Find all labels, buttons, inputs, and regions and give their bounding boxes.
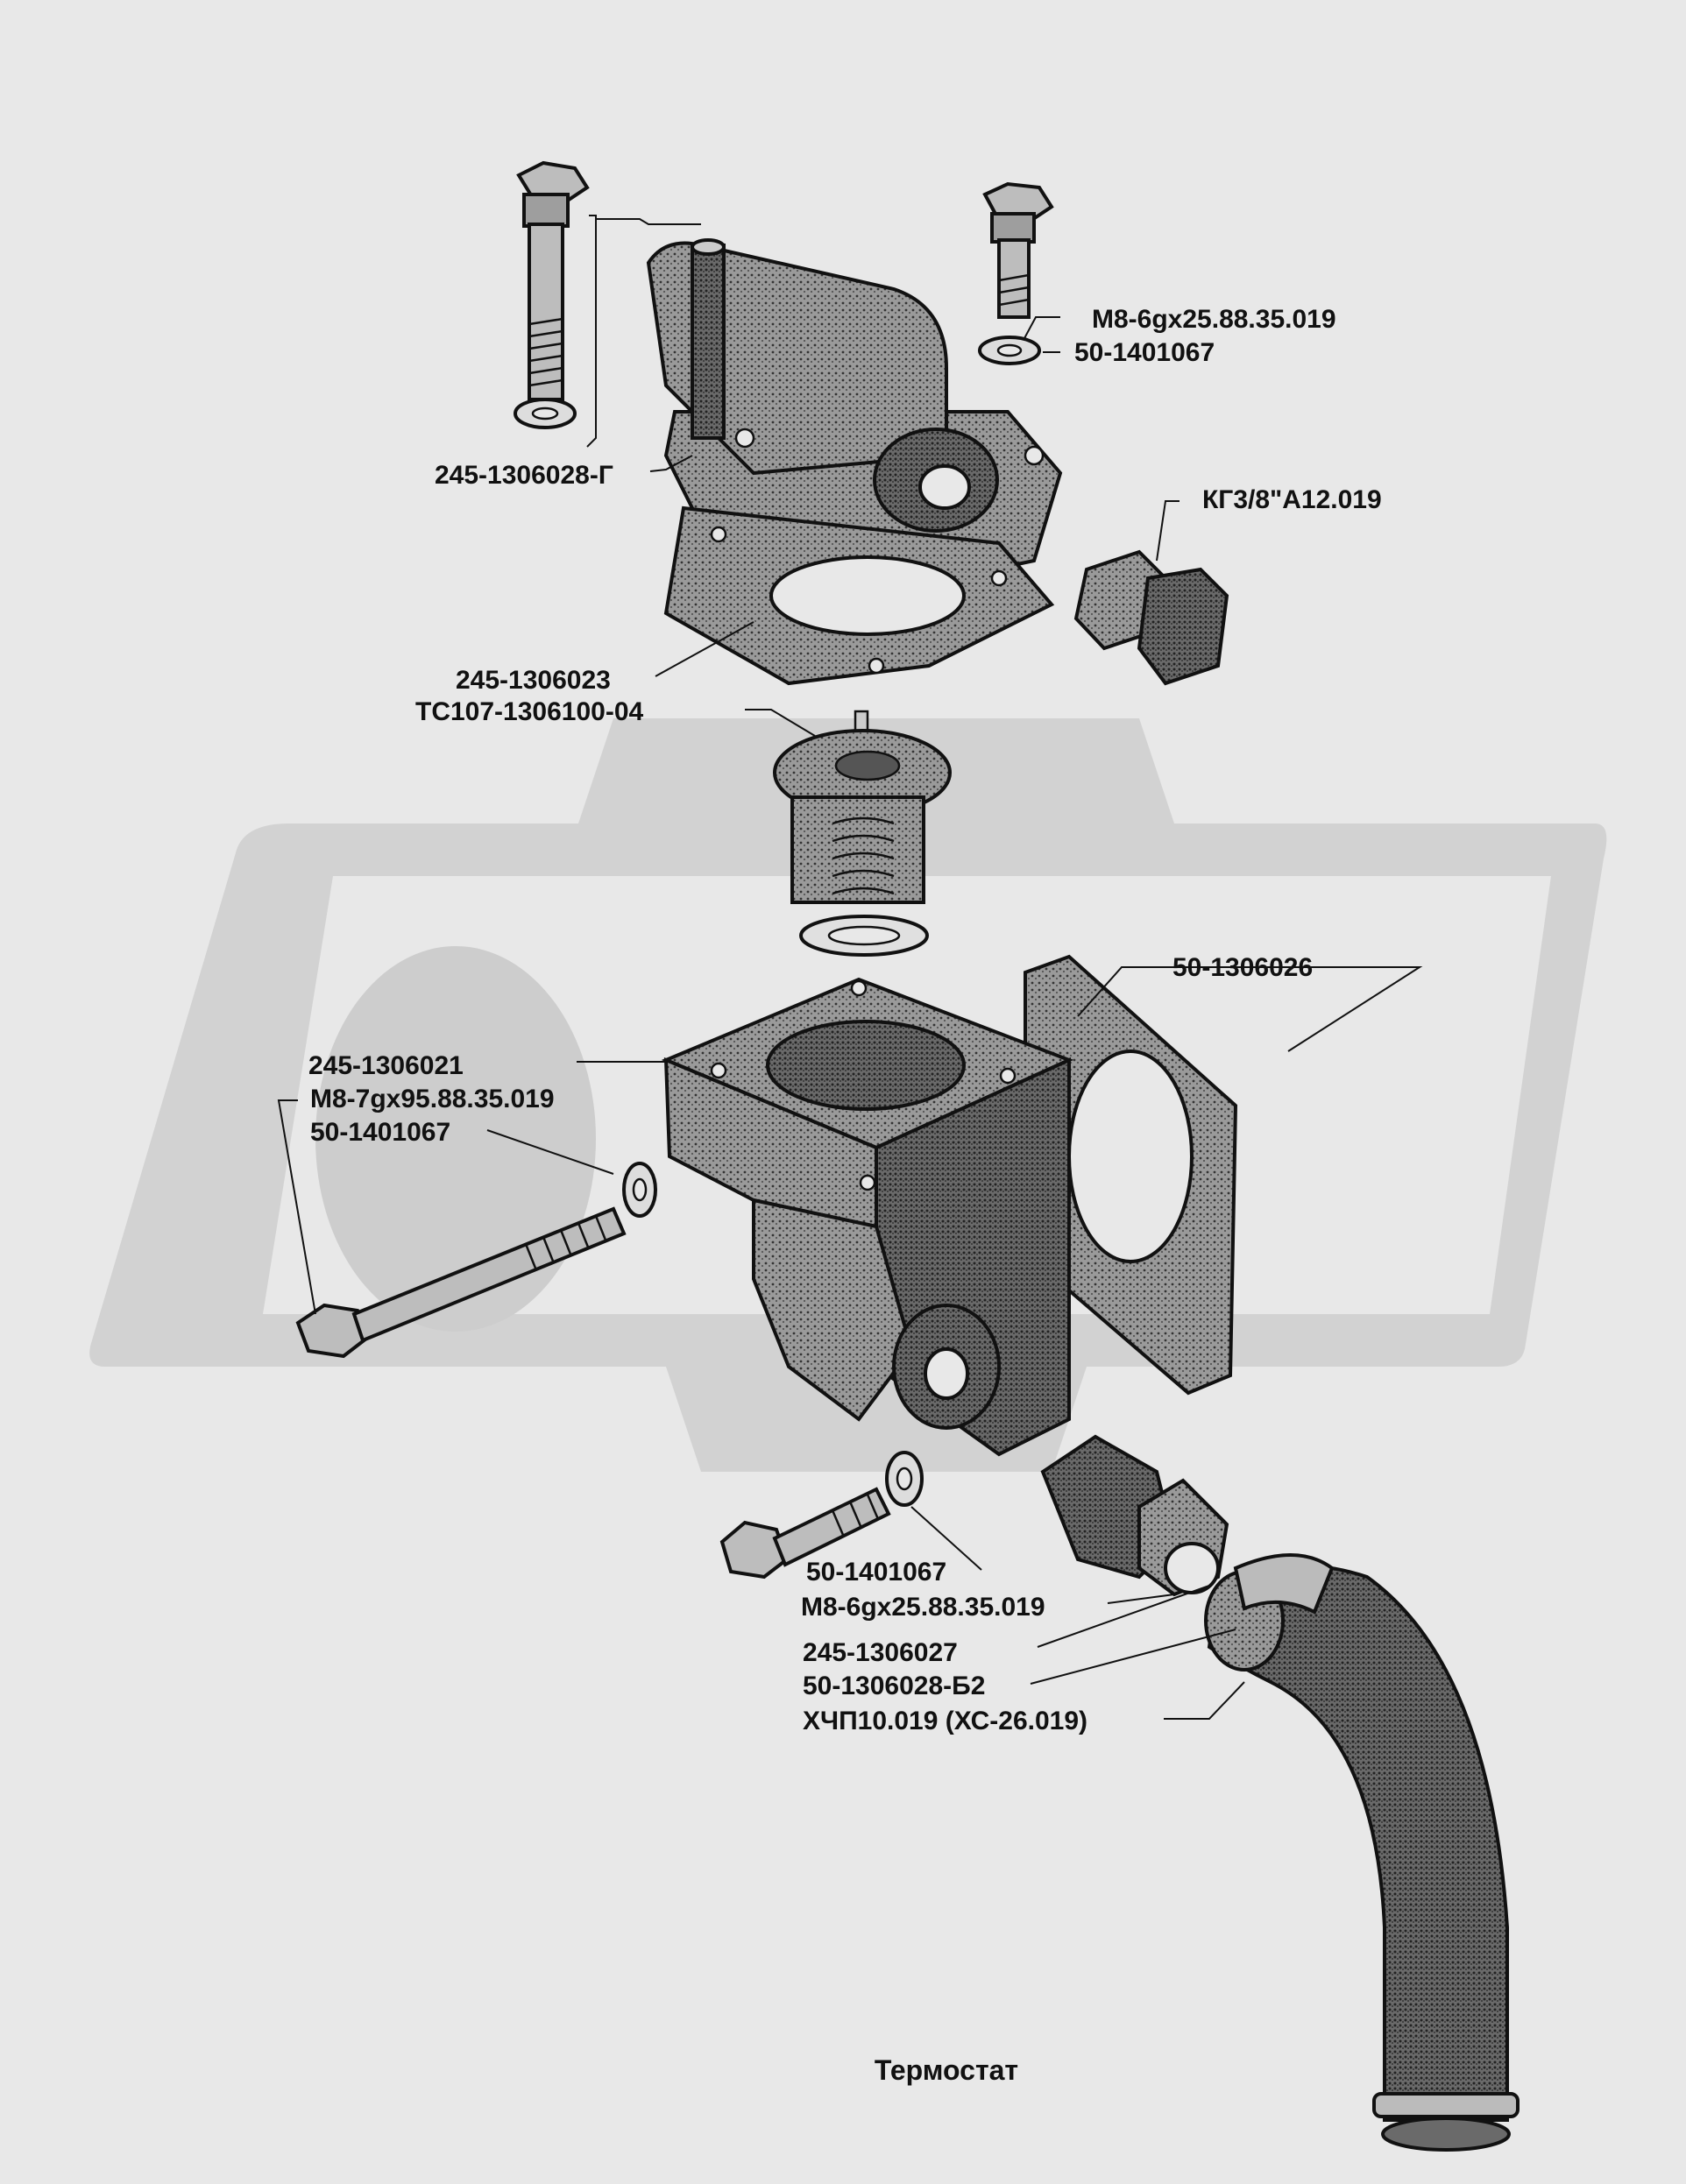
label-long-bolt: М8-7gx95.88.35.019 [310, 1085, 555, 1113]
label-thermostat-housing: 245-1306021 [308, 1051, 464, 1080]
label-bolt-bottom: М8-6gx25.88.35.019 [801, 1593, 1045, 1622]
label-flange-gasket: 50-1306026 [1172, 953, 1313, 982]
label-washer-bottom: 50-1401067 [806, 1558, 946, 1587]
part-labels: М8-6gx25.88.35.019 50-1401067 245-130602… [308, 305, 1382, 1735]
label-plug: КГ3/8"А12.019 [1202, 485, 1382, 514]
label-washer-top-right: 50-1401067 [1074, 338, 1215, 367]
label-washer-left: 50-1401067 [310, 1118, 450, 1147]
diagram-title: Термостат [875, 2054, 1018, 2086]
thermostat-housing-drawing [661, 977, 1074, 1457]
bolt-top-right-drawing [978, 181, 1054, 365]
flange-gasket-drawing [1024, 954, 1238, 1396]
label-outlet-cover: 245-1306028-Г [435, 461, 613, 490]
hose-drawing [1204, 1553, 1520, 2152]
long-bolt-drawing [295, 1162, 657, 1359]
label-hose-clamp: ХЧП10.019 (ХС-26.019) [803, 1707, 1087, 1735]
bolt-top-left-drawing [514, 160, 590, 429]
nipple-drawing [1040, 1434, 1229, 1597]
leader-lines [277, 215, 1423, 1720]
label-thermostat: ТС107-1306100-04 [415, 697, 644, 726]
label-hose: 50-1306028-Б2 [803, 1672, 985, 1700]
label-nipple: 245-1306027 [803, 1638, 958, 1667]
plug-drawing [1073, 549, 1229, 686]
cover-gasket-drawing [663, 505, 1055, 686]
label-bolt-top-right: М8-6gx25.88.35.019 [1092, 305, 1336, 334]
bolt-bottom-drawing [719, 1451, 924, 1580]
label-cover-gasket: 245-1306023 [456, 666, 611, 695]
thermostat-drawing [773, 710, 952, 957]
